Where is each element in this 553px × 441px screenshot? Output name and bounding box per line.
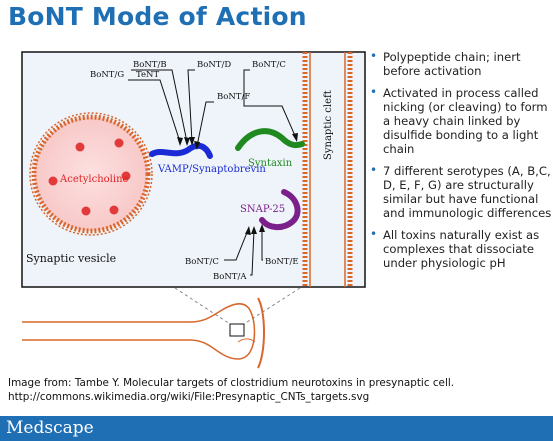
acetylcholine-dot: [81, 206, 91, 216]
leader-lines-top: [128, 69, 297, 147]
bont-diagram: Acetylcholine Synaptic vesicle Synaptic …: [21, 51, 366, 369]
medscape-logo: Medscape: [6, 418, 94, 438]
arrowheads-bottom: [245, 224, 265, 235]
syntaxin-protein: [235, 128, 305, 151]
bullet-item: •All toxins naturally exist as complexes…: [370, 227, 540, 270]
acetylcholine-dot: [121, 171, 131, 181]
bont-e-label: BoNT/E: [265, 257, 299, 267]
syntaxin-label: Syntaxin: [248, 158, 293, 169]
bullet-list: •Polypeptide chain; inert before activat…: [368, 49, 553, 278]
postsynaptic-membrane: [344, 52, 353, 287]
bullet-item: •Activated in process called nicking (or…: [370, 85, 548, 156]
bont-c-top-label: BoNT/C: [252, 60, 286, 70]
acetylcholine-dot: [48, 176, 58, 186]
zoom-region-box: [229, 323, 245, 337]
image-credit: Image from: Tambe Y. Molecular targets o…: [8, 376, 454, 404]
credit-line-1: Image from: Tambe Y. Molecular targets o…: [8, 377, 455, 389]
zoom-lines: [174, 287, 301, 325]
bullet-icon: •: [370, 163, 378, 177]
bullet-icon: •: [370, 85, 378, 99]
bullet-item: •Polypeptide chain; inert before activat…: [370, 49, 521, 78]
slide-title: BoNT Mode of Action: [8, 2, 307, 31]
bont-b-label: BoNT/B: [133, 60, 167, 70]
snap25-label: SNAP-25: [240, 204, 285, 215]
bont-a-label: BoNT/A: [213, 272, 247, 282]
credit-line-2: http://commons.wikimedia.org/wiki/File:P…: [8, 391, 370, 403]
acetylcholine-dot: [75, 142, 85, 152]
footer-bar: Medscape: [0, 416, 553, 441]
tent-label: TeNT: [136, 70, 159, 80]
vamp-protein: [149, 142, 213, 159]
synaptic-vesicle-label: Synaptic vesicle: [26, 252, 116, 265]
arrowheads-top: [177, 133, 298, 150]
presynaptic-membrane: [302, 52, 311, 287]
acetylcholine-dot: [114, 138, 124, 148]
bont-c-bottom-label: BoNT/C: [185, 257, 219, 267]
snap25-protein: [259, 189, 301, 230]
bullet-item: •7 different serotypes (A, B,C, D, E, F,…: [370, 163, 552, 220]
neuron-terminal: [22, 297, 265, 369]
synaptic-cleft-label: Synaptic cleft: [323, 90, 334, 160]
bont-d-label: BoNT/D: [197, 60, 231, 70]
acetylcholine-dot: [109, 205, 119, 215]
bullet-icon: •: [370, 49, 378, 63]
bullet-icon: •: [370, 227, 378, 241]
acetylcholine-label: Acetylcholine: [59, 174, 129, 185]
leader-lines-bottom: [224, 228, 263, 276]
bont-g-label: BoNT/G: [90, 70, 124, 80]
vamp-label: VAMP/Synaptobrevin: [157, 164, 266, 175]
bont-f-label: BoNT/F: [217, 92, 250, 102]
